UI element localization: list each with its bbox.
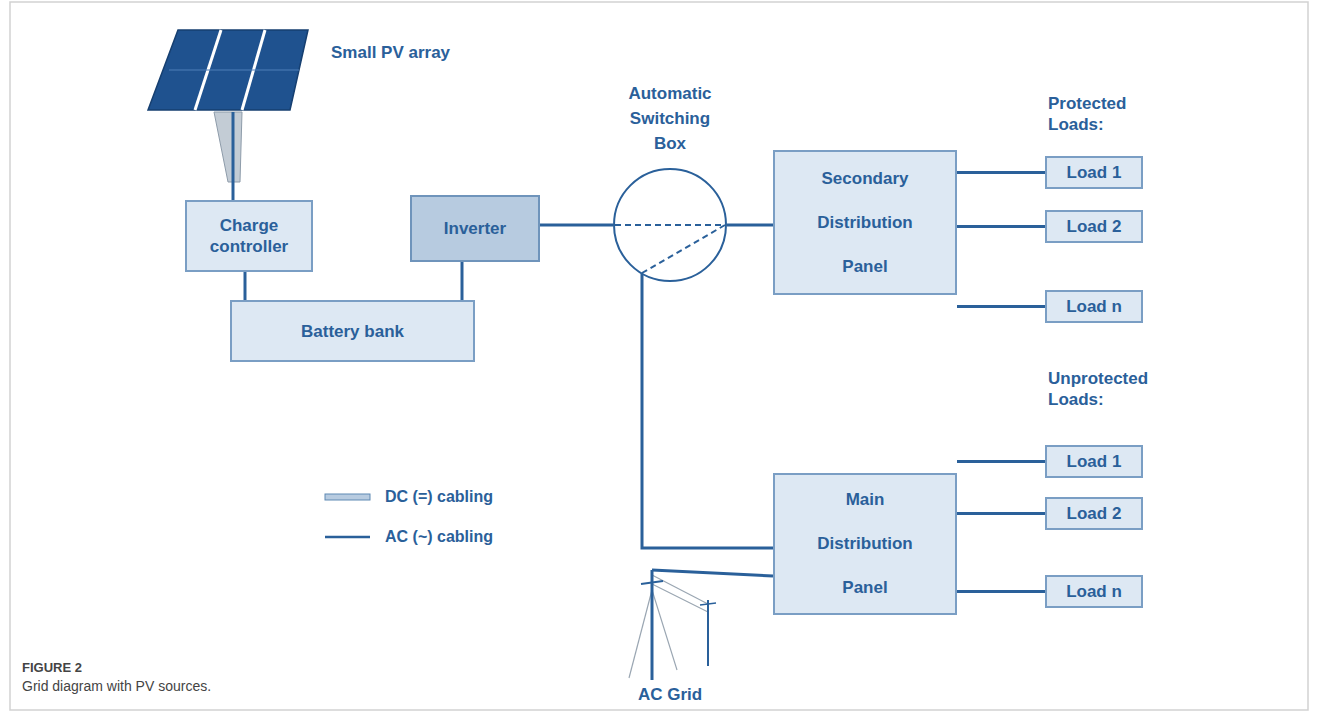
cable-line	[957, 512, 1045, 515]
group-heading: Unprotected Loads:	[1048, 368, 1163, 410]
cable-line	[652, 570, 773, 576]
inverter-box: Inverter	[410, 195, 540, 262]
group-heading: Protected Loads:	[1048, 93, 1148, 135]
legend-row: AC (~) cabling	[322, 525, 562, 549]
legend-row: DC (=) cabling	[322, 485, 562, 509]
figure-caption: Grid diagram with PV sources.	[22, 676, 211, 697]
pv-stand	[214, 112, 242, 182]
cable-line	[957, 171, 1045, 174]
box-label: Battery bank	[293, 321, 412, 342]
legend-swatch	[322, 485, 374, 509]
box-label: Secondary Distribution Panel	[806, 157, 924, 289]
legend-swatch	[322, 525, 374, 549]
load-box: Load n	[1045, 575, 1143, 608]
node-shape	[145, 28, 313, 112]
node-shape	[615, 570, 725, 705]
distribution-panel: Secondary Distribution Panel	[773, 150, 957, 295]
box-label: Load 1	[1059, 162, 1130, 183]
charge-controller-box: Charge controller	[185, 200, 313, 272]
cable-line	[957, 225, 1045, 228]
node-shape	[613, 168, 727, 282]
cable-line	[540, 224, 613, 227]
distribution-panel: Main Distribution Panel	[773, 473, 957, 615]
box-label: Charge controller	[187, 215, 311, 257]
load-box: Load 2	[1045, 497, 1143, 530]
legend-label: DC (=) cabling	[385, 486, 493, 507]
box-label: Load n	[1058, 296, 1130, 317]
node-heading: Automatic Switching Box	[620, 81, 720, 156]
figure-number: FIGURE 2	[22, 657, 322, 678]
cable-line	[461, 262, 464, 300]
cable-line	[727, 224, 773, 227]
ac-grid-pylons: AC Grid	[615, 570, 725, 705]
load-box: Load 1	[1045, 156, 1143, 189]
load-box: Load n	[1045, 290, 1143, 323]
figure-frame	[10, 2, 1308, 710]
switching-box-circle: Automatic Switching Box	[613, 168, 727, 282]
box-label: Load 2	[1059, 216, 1130, 237]
cable-line	[957, 460, 1045, 463]
cable-line	[957, 305, 1045, 308]
box-label: Load n	[1058, 581, 1130, 602]
cable-line	[642, 274, 773, 549]
cable-line	[957, 590, 1045, 593]
box-label: Load 1	[1059, 451, 1130, 472]
box-label: Main Distribution Panel	[806, 478, 924, 610]
battery-bank-box: Battery bank	[230, 300, 475, 362]
box-label: Inverter	[436, 218, 514, 239]
pv-array: Small PV array	[145, 28, 313, 112]
cable-line	[244, 272, 247, 300]
box-label: Load 2	[1059, 503, 1130, 524]
cable-line	[232, 112, 235, 200]
load-box: Load 1	[1045, 445, 1143, 478]
node-heading: AC Grid	[615, 684, 725, 705]
node-heading: Small PV array	[331, 42, 450, 63]
load-box: Load 2	[1045, 210, 1143, 243]
legend-label: AC (~) cabling	[385, 526, 493, 547]
